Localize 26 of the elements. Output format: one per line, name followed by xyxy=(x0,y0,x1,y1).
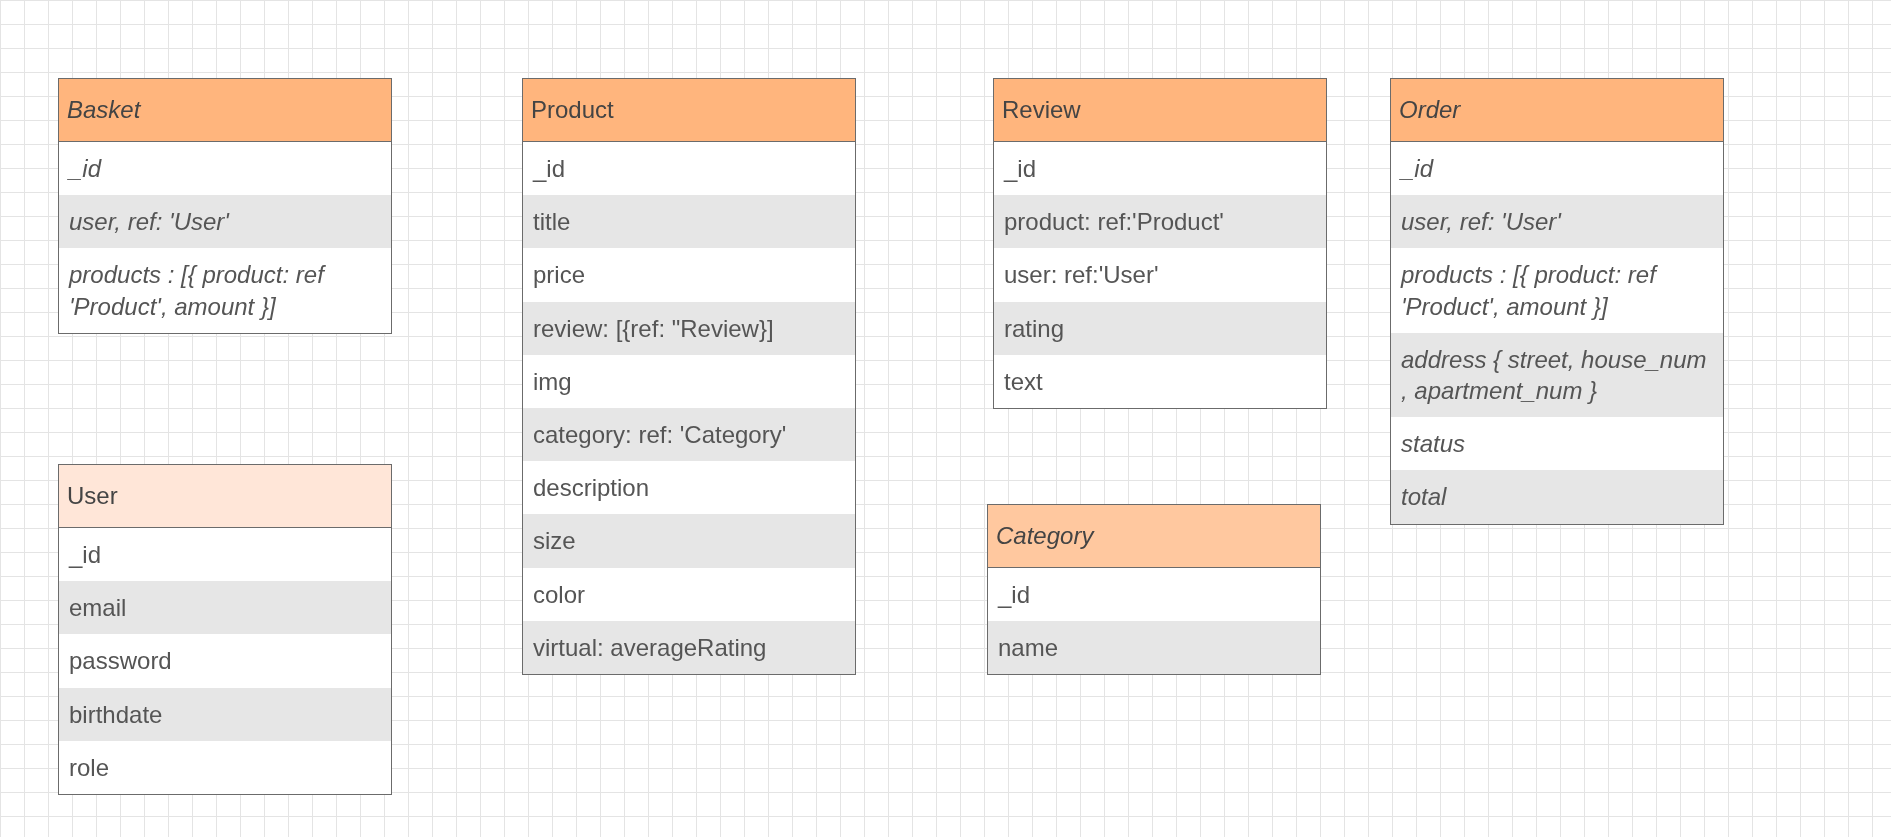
field-row: product: ref:'Product' xyxy=(994,195,1326,249)
field-row: birthdate xyxy=(59,687,391,741)
field-row: email xyxy=(59,581,391,635)
entity-table xyxy=(1390,78,1724,525)
field-row: category: ref: 'Category' xyxy=(523,407,855,462)
entity-table xyxy=(58,78,392,334)
field-row: user, ref: 'User' xyxy=(59,195,391,249)
field-row: rating xyxy=(994,301,1326,355)
entity-table xyxy=(987,504,1321,676)
table-header: Basket xyxy=(59,79,391,142)
field-row: address { street, house_num , apartment_num } xyxy=(1391,332,1723,418)
entity-table xyxy=(58,464,392,795)
field-row: total xyxy=(1391,470,1723,524)
table-header: User xyxy=(59,465,391,528)
field-row: name xyxy=(988,621,1320,675)
field-row: review: [{ref: "Review}] xyxy=(523,301,855,355)
field-row: user, ref: 'User' xyxy=(1391,195,1723,249)
table-header: Product xyxy=(523,79,855,142)
entity-table xyxy=(993,78,1327,409)
table-header: Order xyxy=(1391,79,1723,142)
field-row: title xyxy=(523,195,855,249)
table-header: Review xyxy=(994,79,1326,142)
field-row: size xyxy=(523,514,855,568)
table-header: Category xyxy=(988,505,1320,568)
entity-table xyxy=(522,78,856,675)
field-row: virtual: averageRating xyxy=(523,620,855,674)
